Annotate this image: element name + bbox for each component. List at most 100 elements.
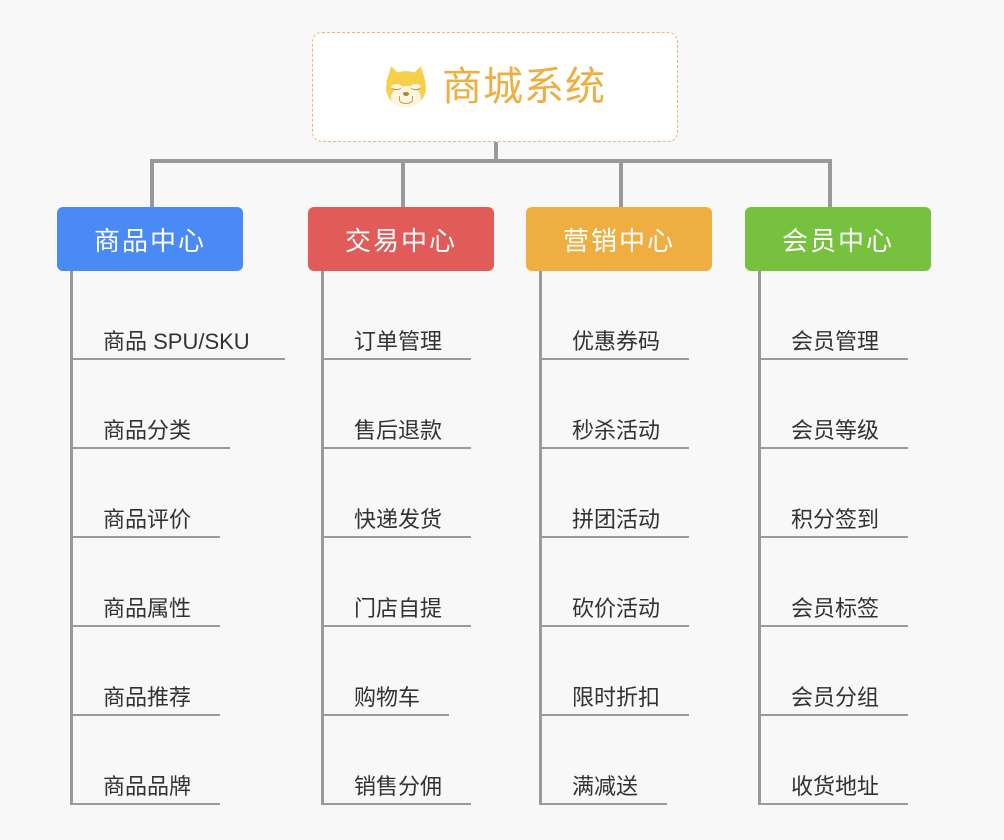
root-stem-connector — [494, 142, 498, 163]
category-label: 交易中心 — [344, 225, 457, 256]
leaf-item[interactable]: 商品推荐 — [70, 627, 243, 716]
shiba-dog-icon — [382, 64, 430, 108]
leaf-label: 会员分组 — [791, 685, 880, 710]
category-label: 会员中心 — [781, 225, 894, 256]
branch-column-2: 交易中心订单管理售后退款快递发货门店自提购物车销售分佣 — [308, 207, 494, 805]
leaf-label: 商品推荐 — [103, 685, 192, 710]
leaf-underline — [70, 447, 230, 449]
leaf-label: 商品品牌 — [103, 774, 192, 799]
leaf-item[interactable]: 秒杀活动 — [539, 360, 712, 449]
leaf-label: 售后退款 — [354, 418, 443, 443]
branch-spine — [70, 271, 73, 805]
leaf-item[interactable]: 销售分佣 — [321, 716, 494, 805]
leaf-label: 限时折扣 — [572, 685, 661, 710]
leaf-label: 收货地址 — [791, 774, 880, 799]
leaf-underline — [321, 803, 471, 805]
leaf-label: 商品评价 — [103, 507, 192, 532]
category-box-2[interactable]: 交易中心 — [308, 207, 494, 271]
leaf-item[interactable]: 会员等级 — [758, 360, 931, 449]
leaf-underline — [758, 714, 908, 716]
category-label: 营销中心 — [562, 225, 675, 256]
leaf-list-4: 会员管理会员等级积分签到会员标签会员分组收货地址 — [745, 271, 931, 805]
category-box-4[interactable]: 会员中心 — [745, 207, 931, 271]
leaf-item[interactable]: 限时折扣 — [539, 627, 712, 716]
leaf-item[interactable]: 商品属性 — [70, 538, 243, 627]
leaf-label: 满减送 — [572, 774, 639, 799]
category-label: 商品中心 — [93, 225, 206, 256]
leaf-underline — [321, 536, 471, 538]
leaf-underline — [758, 625, 908, 627]
leaf-item[interactable]: 会员标签 — [758, 538, 931, 627]
leaf-label: 秒杀活动 — [572, 418, 661, 443]
leaf-item[interactable]: 满减送 — [539, 716, 712, 805]
leaf-label: 快递发货 — [354, 507, 443, 532]
leaf-item[interactable]: 砍价活动 — [539, 538, 712, 627]
leaf-label: 商品 SPU/SKU — [103, 329, 250, 354]
leaf-underline — [758, 358, 908, 360]
leaf-label: 优惠券码 — [572, 329, 661, 354]
branch-column-4: 会员中心会员管理会员等级积分签到会员标签会员分组收货地址 — [745, 207, 931, 805]
root-title: 商城系统 — [442, 65, 606, 109]
leaf-label: 积分签到 — [791, 507, 880, 532]
leaf-underline — [70, 536, 220, 538]
leaf-list-2: 订单管理售后退款快递发货门店自提购物车销售分佣 — [308, 271, 494, 805]
root-node[interactable]: 商城系统 — [312, 32, 678, 142]
leaf-underline — [758, 447, 908, 449]
leaf-underline — [758, 536, 908, 538]
leaf-underline — [70, 803, 220, 805]
leaf-label: 会员管理 — [791, 329, 880, 354]
root-horizontal-connector — [150, 159, 832, 163]
leaf-underline — [539, 447, 689, 449]
leaf-underline — [321, 714, 449, 716]
leaf-underline — [539, 536, 689, 538]
leaf-item[interactable]: 收货地址 — [758, 716, 931, 805]
leaf-underline — [539, 714, 689, 716]
leaf-label: 会员标签 — [791, 596, 880, 621]
branch-drop-connector-3 — [619, 159, 623, 207]
leaf-list-1: 商品 SPU/SKU 商品分类商品评价商品属性商品推荐商品品牌 — [57, 271, 285, 805]
leaf-item[interactable]: 会员管理 — [758, 271, 931, 360]
leaf-underline — [539, 625, 689, 627]
leaf-item[interactable]: 门店自提 — [321, 538, 494, 627]
leaf-item[interactable]: 订单管理 — [321, 271, 494, 360]
leaf-underline — [70, 714, 220, 716]
leaf-item[interactable]: 售后退款 — [321, 360, 494, 449]
leaf-label: 会员等级 — [791, 418, 880, 443]
leaf-label: 购物车 — [354, 685, 421, 710]
branch-spine — [321, 271, 324, 805]
branch-spine — [758, 271, 761, 805]
branch-drop-connector-2 — [401, 159, 405, 207]
branch-column-1: 商品中心商品 SPU/SKU 商品分类商品评价商品属性商品推荐商品品牌 — [57, 207, 285, 805]
category-box-1[interactable]: 商品中心 — [57, 207, 243, 271]
leaf-item[interactable]: 会员分组 — [758, 627, 931, 716]
leaf-label: 拼团活动 — [572, 507, 661, 532]
leaf-item[interactable]: 商品评价 — [70, 449, 243, 538]
category-box-3[interactable]: 营销中心 — [526, 207, 712, 271]
leaf-underline — [321, 447, 471, 449]
leaf-item[interactable]: 积分签到 — [758, 449, 931, 538]
leaf-label: 砍价活动 — [572, 596, 661, 621]
leaf-underline — [70, 358, 285, 360]
leaf-underline — [539, 803, 667, 805]
leaf-underline — [70, 625, 220, 627]
leaf-item[interactable]: 购物车 — [321, 627, 494, 716]
leaf-underline — [321, 358, 471, 360]
leaf-item[interactable]: 优惠券码 — [539, 271, 712, 360]
leaf-item[interactable]: 商品品牌 — [70, 716, 243, 805]
branch-drop-connector-1 — [150, 159, 154, 207]
leaf-underline — [539, 358, 689, 360]
leaf-item[interactable]: 商品分类 — [70, 360, 243, 449]
leaf-list-3: 优惠券码秒杀活动拼团活动砍价活动限时折扣满减送 — [526, 271, 712, 805]
leaf-item[interactable]: 快递发货 — [321, 449, 494, 538]
leaf-label: 门店自提 — [354, 596, 443, 621]
leaf-label: 商品分类 — [103, 418, 192, 443]
leaf-item[interactable]: 商品 SPU/SKU — [70, 271, 285, 360]
leaf-label: 销售分佣 — [354, 774, 443, 799]
branch-column-3: 营销中心优惠券码秒杀活动拼团活动砍价活动限时折扣满减送 — [526, 207, 712, 805]
leaf-label: 订单管理 — [354, 329, 443, 354]
branch-drop-connector-4 — [828, 159, 832, 207]
leaf-item[interactable]: 拼团活动 — [539, 449, 712, 538]
branch-spine — [539, 271, 542, 805]
leaf-underline — [758, 803, 908, 805]
